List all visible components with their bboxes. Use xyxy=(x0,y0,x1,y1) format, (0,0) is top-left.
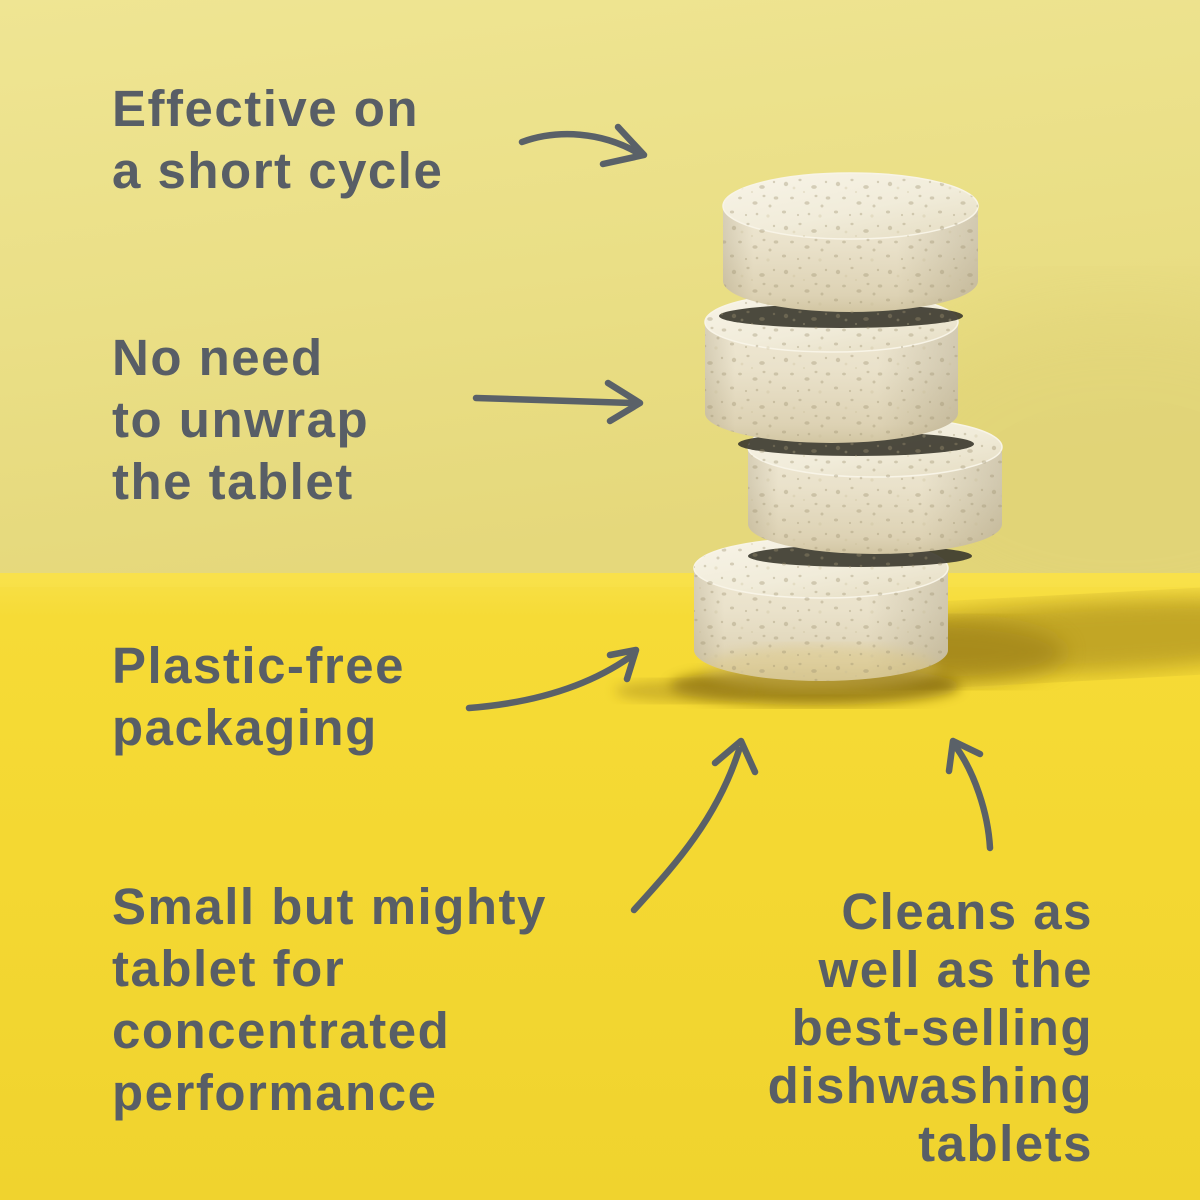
arrow-no-unwrap-icon xyxy=(472,379,644,425)
tablet-stack xyxy=(693,172,1003,690)
arrow-cleans-well-icon xyxy=(945,737,994,852)
label-cleans-well-line-3: best-selling xyxy=(791,999,1093,1056)
label-cleans-well-line-4: dishwashing xyxy=(767,1057,1093,1114)
label-plastic-free: Plastic-free packaging xyxy=(112,635,405,759)
arrow-short-cycle-icon xyxy=(518,123,648,168)
arrow-small-mighty-icon xyxy=(630,737,759,914)
label-small-mighty-line-1: Small but mighty xyxy=(112,878,547,935)
label-short-cycle-line-2: a short cycle xyxy=(112,142,444,199)
label-short-cycle: Effective on a short cycle xyxy=(112,78,443,202)
label-short-cycle-line-1: Effective on xyxy=(112,80,420,137)
label-cleans-well: Cleans as well as the best-selling dishw… xyxy=(768,883,1093,1173)
arrow-plastic-free-icon xyxy=(465,646,640,712)
label-no-unwrap-line-1: No need xyxy=(112,329,324,386)
label-small-mighty-line-3: concentrated xyxy=(112,1002,451,1059)
label-small-mighty-line-4: performance xyxy=(112,1064,438,1121)
label-cleans-well-line-5: tablets xyxy=(918,1115,1093,1172)
label-no-unwrap: No need to unwrap the tablet xyxy=(112,327,369,513)
table-back-edge-highlight xyxy=(0,573,1200,587)
label-plastic-free-line-1: Plastic-free xyxy=(112,637,405,694)
label-cleans-well-line-2: well as the xyxy=(818,941,1093,998)
label-no-unwrap-line-3: the tablet xyxy=(112,453,354,510)
label-small-mighty-line-2: tablet for xyxy=(112,940,346,997)
label-small-mighty: Small but mighty tablet for concentrated… xyxy=(112,876,547,1124)
label-cleans-well-line-1: Cleans as xyxy=(841,883,1093,940)
label-no-unwrap-line-2: to unwrap xyxy=(112,391,370,448)
label-plastic-free-line-2: packaging xyxy=(112,699,378,756)
